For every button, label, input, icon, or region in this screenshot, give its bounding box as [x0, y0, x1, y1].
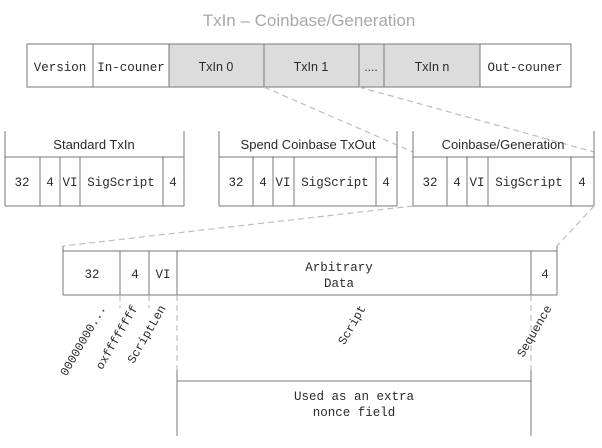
expand-line-right — [358, 86, 595, 153]
detail-cell-hash: 32 — [84, 268, 99, 282]
group-coinbase-generation: Coinbase/Generation 32 4 VI SigScript 4 — [412, 131, 595, 207]
coinbase-detail-row: 32 4 VI Arbitrary Data 4 — [62, 246, 558, 296]
note-line-2: nonce field — [313, 406, 396, 420]
detail-cell-data: Data — [324, 277, 355, 291]
detail-expand-line-right — [556, 205, 595, 247]
group-standard-txin: Standard TxIn 32 4 VI SigScript 4 — [4, 131, 185, 207]
detail-cell-sequence: 4 — [541, 268, 549, 282]
detail-cell-vi: VI — [155, 268, 170, 282]
field-out-counter-box — [479, 43, 572, 88]
cell-vi: VI — [62, 176, 77, 190]
extra-nonce-note: Used as an extra nonce field — [176, 370, 532, 436]
group-title: Standard TxIn — [53, 137, 134, 152]
cell-index: 4 — [259, 176, 267, 190]
cell-vi: VI — [469, 176, 484, 190]
field-txinn-box — [383, 43, 481, 88]
field-out-counter: Out-couner — [487, 61, 562, 75]
field-ellipsis: .... — [364, 60, 377, 74]
cell-hash: 32 — [422, 176, 437, 190]
diagram-title: TxIn – Coinbase/Generation — [203, 11, 416, 30]
field-txin-1: TxIn 1 — [294, 60, 329, 74]
field-in-counter: In-couner — [97, 61, 165, 75]
field-txin-0: TxIn 0 — [199, 60, 234, 74]
cell-sigscript: SigScript — [495, 176, 563, 190]
field-version-box — [26, 43, 94, 88]
detail-expand-line-left — [62, 205, 414, 247]
cell-index: 4 — [46, 176, 54, 190]
note-line-1: Used as an extra — [294, 390, 415, 404]
cell-hash: 32 — [228, 176, 243, 190]
cell-sequence: 4 — [578, 176, 586, 190]
field-txin0-box — [168, 43, 265, 88]
cell-vi: VI — [275, 176, 290, 190]
label-sequence: Sequence — [515, 303, 556, 360]
group-spend-coinbase-txout: Spend Coinbase TxOut 32 4 VI SigScript 4 — [218, 131, 398, 207]
cell-sigscript: SigScript — [301, 176, 369, 190]
cell-index: 4 — [453, 176, 461, 190]
cell-hash: 32 — [14, 176, 29, 190]
group-title: Spend Coinbase TxOut — [241, 137, 376, 152]
detail-cell-index: 4 — [131, 268, 139, 282]
transaction-row: Version In-couner TxIn 0 TxIn 1 .... TxI… — [26, 43, 572, 88]
label-script: Script — [336, 303, 370, 347]
cell-sequence: 4 — [382, 176, 390, 190]
field-version: Version — [34, 61, 87, 75]
cell-sequence: 4 — [169, 176, 177, 190]
cell-sigscript: SigScript — [87, 176, 155, 190]
expand-line-left — [263, 86, 414, 153]
detail-cell-arbitrary: Arbitrary — [305, 261, 373, 275]
field-txin-n: TxIn n — [415, 60, 450, 74]
field-in-counter-box — [92, 43, 170, 88]
field-ellipsis-box — [358, 43, 385, 88]
group-title: Coinbase/Generation — [442, 137, 565, 152]
